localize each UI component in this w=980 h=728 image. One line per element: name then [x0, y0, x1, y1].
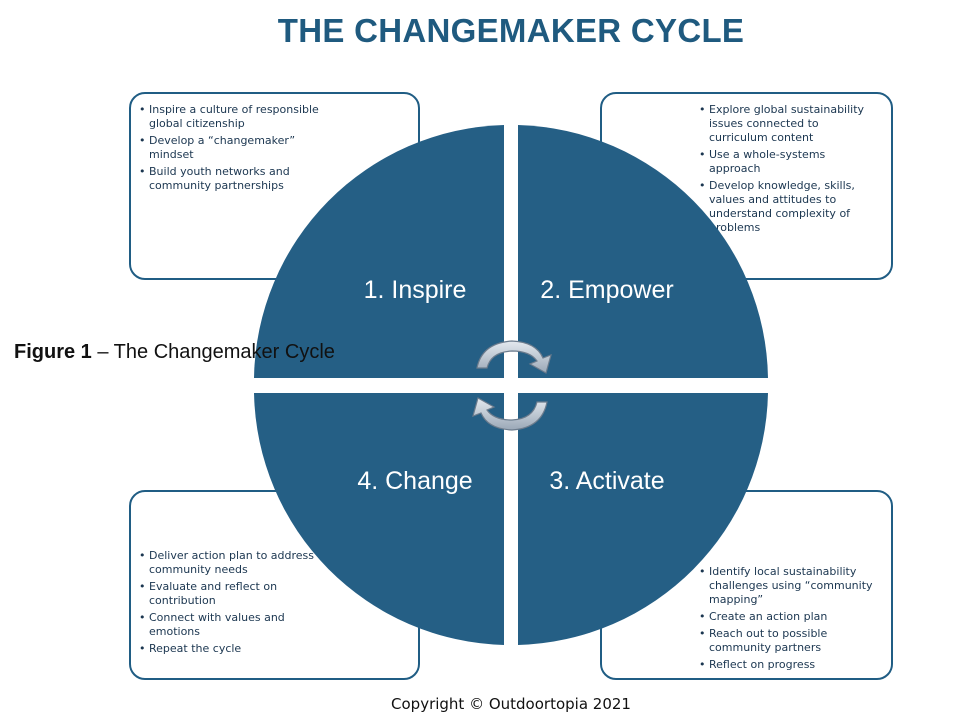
quadrant-label-change: 4. Change — [357, 467, 472, 495]
copyright-text: Copyright © Outdoortopia 2021 — [391, 695, 631, 713]
quadrant-label-inspire: 1. Inspire — [364, 276, 467, 304]
quadrant-label-empower: 2. Empower — [540, 276, 673, 304]
quadrant-activate: 3. Activate — [518, 393, 768, 645]
list-item: Explore global sustainability issues con… — [699, 103, 879, 145]
cycle-arrow-bottom-icon — [472, 397, 548, 431]
list-item: Identify local sustainability challenges… — [699, 565, 879, 607]
figure-caption: Figure 1 – The Changemaker Cycle — [14, 340, 335, 365]
diagram-title: THE CHANGEMAKER CYCLE — [277, 12, 745, 49]
list-item: Use a whole-systems approach — [699, 148, 879, 176]
inspire-list: Inspire a culture of responsible global … — [139, 103, 324, 196]
quadrant-change: 4. Change — [254, 393, 504, 645]
list-item: Build youth networks and community partn… — [139, 165, 324, 193]
figure-label: Figure 1 — [14, 341, 92, 363]
quadrant-inspire: 1. Inspire — [254, 125, 504, 378]
list-item: Inspire a culture of responsible global … — [139, 103, 324, 131]
cycle-arrow-top-icon — [476, 340, 552, 374]
list-item: Create an action plan — [699, 610, 879, 624]
list-item: Reflect on progress — [699, 658, 879, 672]
activate-list: Identify local sustainability challenges… — [699, 565, 879, 675]
empower-list: Explore global sustainability issues con… — [699, 103, 879, 238]
change-list: Deliver action plan to address community… — [139, 549, 324, 659]
list-item: Reach out to possible community partners — [699, 627, 879, 655]
list-item: Evaluate and reflect on contribution — [139, 580, 324, 608]
figure-text: – The Changemaker Cycle — [91, 341, 335, 363]
quadrant-label-activate: 3. Activate — [549, 467, 664, 495]
quadrant-empower: 2. Empower — [518, 125, 768, 378]
list-item: Repeat the cycle — [139, 642, 324, 656]
list-item: Develop knowledge, skills, values and at… — [699, 179, 879, 235]
list-item: Deliver action plan to address community… — [139, 549, 324, 577]
list-item: Connect with values and emotions — [139, 611, 324, 639]
list-item: Develop a “changemaker” mindset — [139, 134, 324, 162]
